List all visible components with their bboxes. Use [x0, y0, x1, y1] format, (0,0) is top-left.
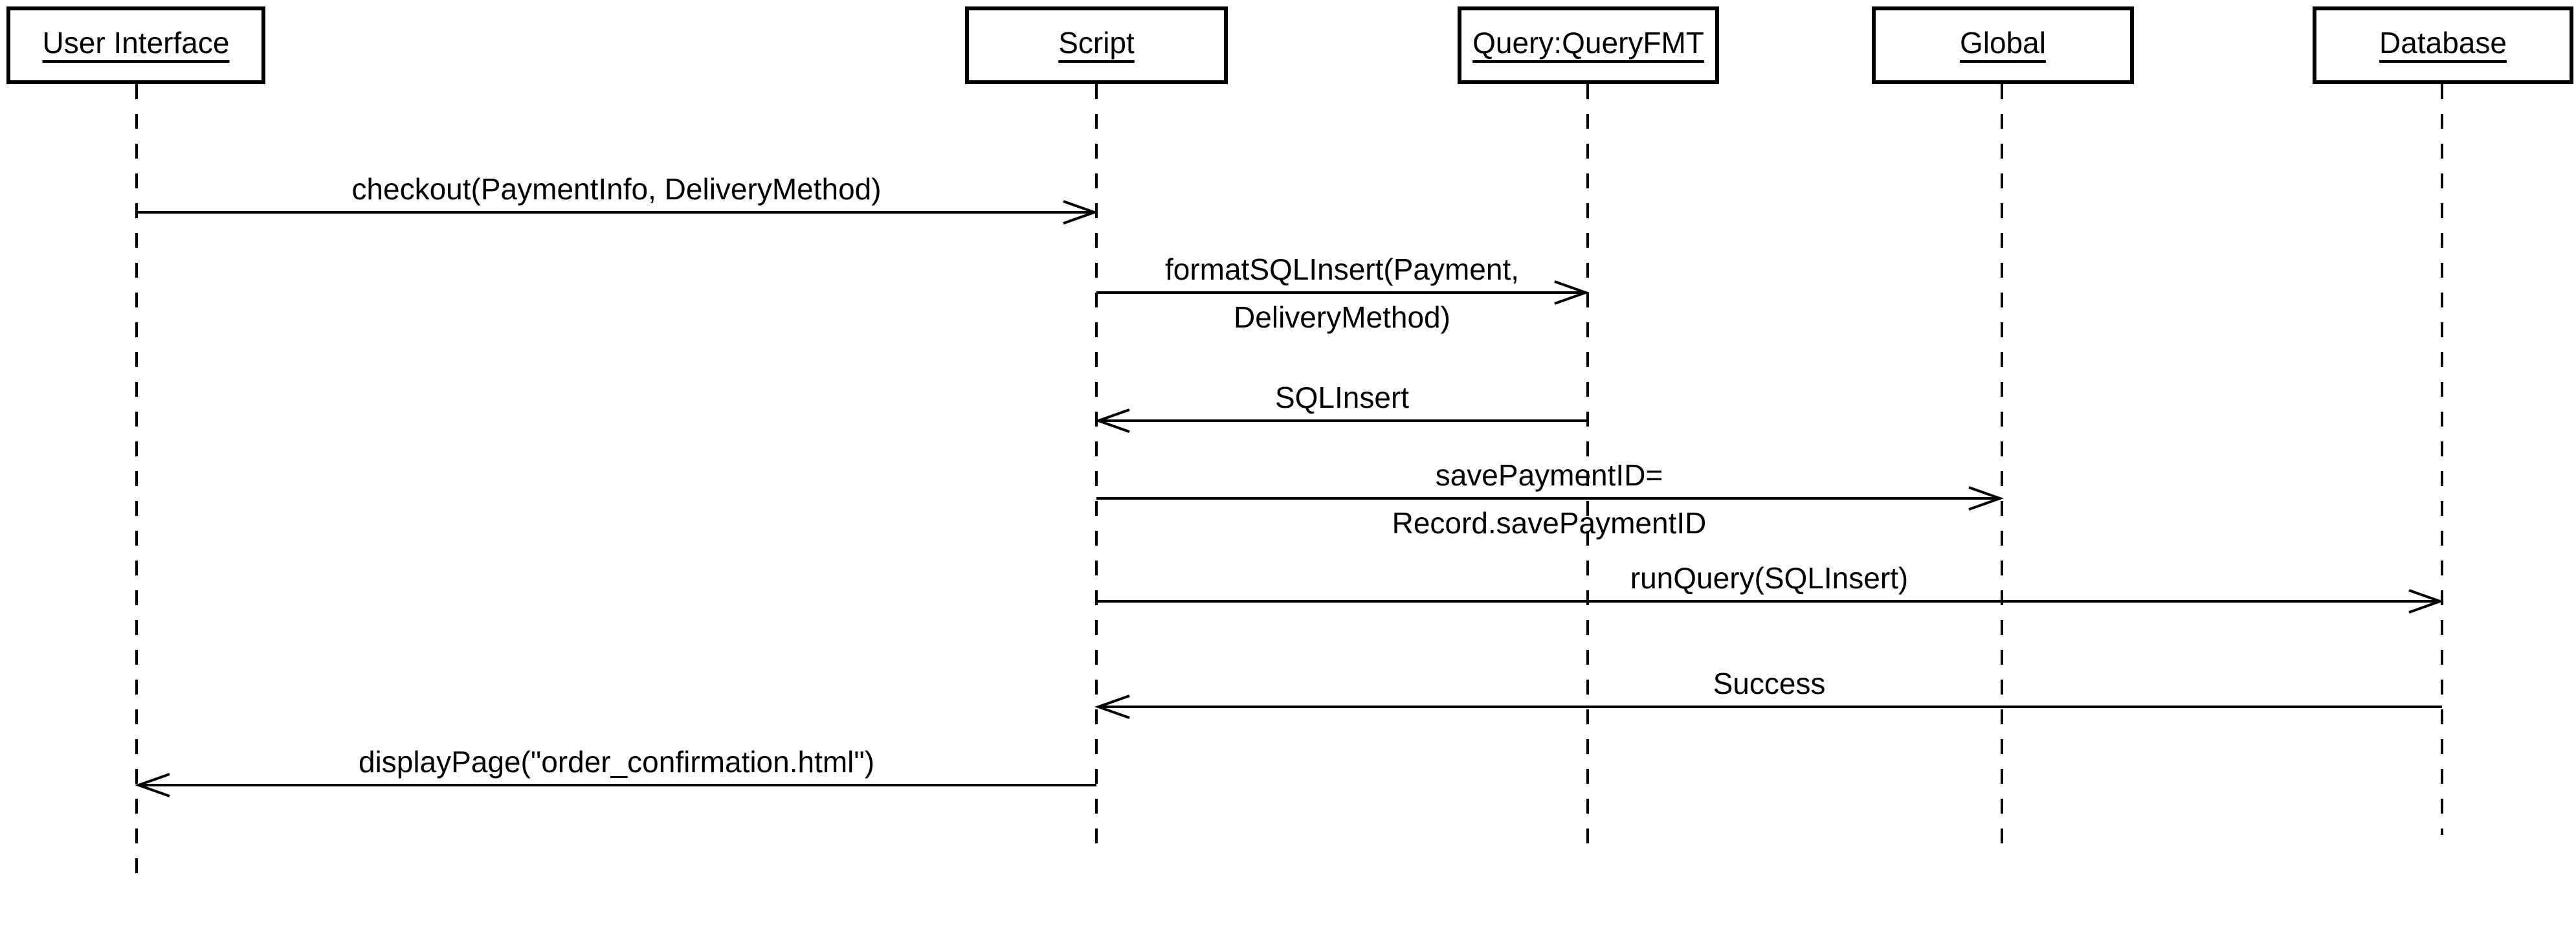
actor-name-global: Global [1960, 26, 2046, 60]
message-label-3: SQLInsert [1274, 381, 1410, 414]
arrowhead-4 [1968, 486, 2004, 511]
message-label-2: formatSQLInsert(Payment, [1164, 252, 1520, 286]
arrowhead-5 [2408, 589, 2444, 614]
arrowhead-7 [135, 773, 170, 797]
message-label-7: displayPage("order_confirmation.html") [358, 745, 875, 779]
actor-name-query-queryfmt: Query:QueryFMT [1472, 26, 1704, 60]
message-label-5: runQuery(SQLInsert) [1630, 561, 1909, 595]
arrowhead-6 [1094, 695, 1130, 719]
actor-box-script: Script [965, 6, 1228, 84]
message-label-4-line2: Record.savePaymentID [1392, 506, 1707, 540]
message-label-1: checkout(PaymentInfo, DeliveryMethod) [351, 172, 882, 206]
actor-box-database: Database [2313, 6, 2573, 84]
actor-box-global: Global [1872, 6, 2134, 84]
actor-name-script: Script [1058, 26, 1135, 60]
actor-name-user-interface: User Interface [42, 26, 230, 60]
message-label-6: Success [1713, 667, 1826, 700]
arrowhead-3 [1094, 408, 1130, 433]
actor-box-user-interface: User Interface [6, 6, 265, 84]
message-label-2-line2: DeliveryMethod) [1234, 300, 1450, 334]
actor-box-query-queryfmt: Query:QueryFMT [1458, 6, 1719, 84]
arrowhead-1 [1063, 200, 1098, 225]
arrowhead-2 [1554, 280, 1590, 305]
message-label-4: savePaymentID= [1435, 458, 1663, 492]
actor-name-database: Database [2379, 26, 2507, 60]
